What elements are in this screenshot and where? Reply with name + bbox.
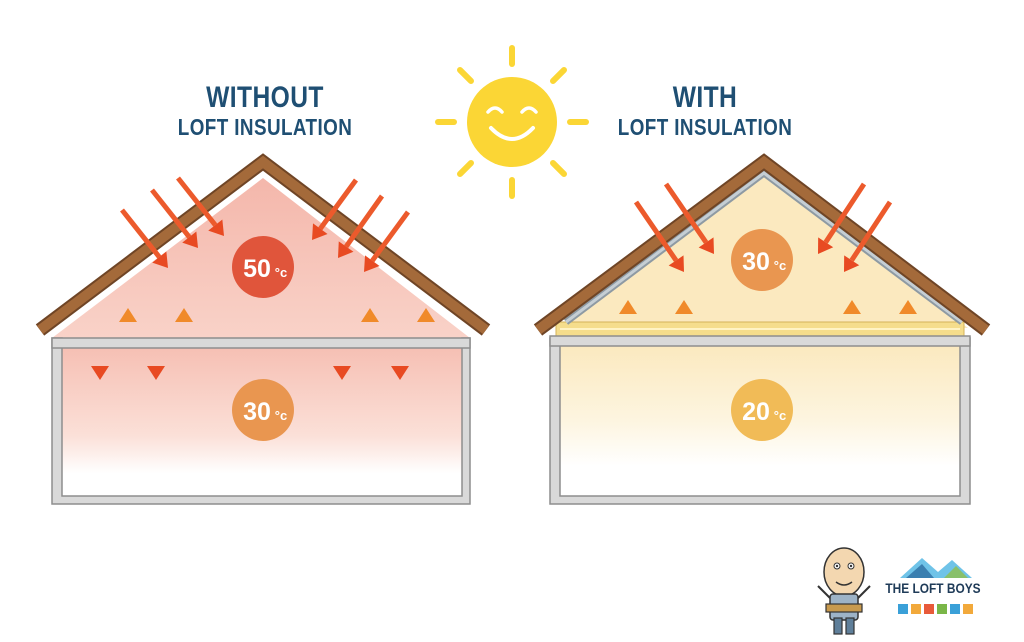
arrow-sun-heat — [818, 182, 867, 254]
arrow-sun-heat — [633, 200, 684, 272]
arrow-sun-heat — [663, 182, 714, 254]
arrow-heat-up — [417, 308, 435, 370]
ceiling — [51, 337, 471, 349]
roof — [535, 155, 990, 335]
room-temp-unit-without: °c — [275, 408, 287, 423]
heading-with-insulation: WITH LOFT INSULATION — [586, 81, 824, 141]
heading-with-line2: LOFT INSULATION — [617, 114, 793, 140]
ceiling — [549, 335, 971, 347]
loft-boys-logo — [898, 558, 973, 614]
arrow-sun-heat — [364, 210, 411, 272]
arrow-sun-heat — [312, 178, 359, 240]
arrow-heat-down — [333, 322, 351, 380]
arrow-heat-up — [119, 308, 137, 370]
attic-temp-value-without: 50 — [243, 255, 271, 283]
attic-temp-value-with: 30 — [742, 248, 770, 276]
mascot-icon — [817, 547, 871, 635]
logo-wordmark: THE LOFT BOYS — [885, 580, 981, 596]
arrow-heat-up — [675, 300, 693, 366]
heading-without-insulation: WITHOUT LOFT INSULATION — [146, 81, 384, 141]
heading-with-line1: WITH — [672, 81, 738, 114]
roof — [36, 155, 490, 334]
room-temp-badge-without: 30 °c — [232, 379, 294, 441]
arrow-heat-up — [175, 308, 193, 370]
attic-temp-unit-without: °c — [275, 265, 287, 280]
arrow-sun-heat — [150, 188, 198, 248]
heat-arrows — [91, 176, 917, 380]
arrow-heat-up — [843, 300, 861, 366]
attic-temp-unit-with: °c — [774, 258, 786, 273]
attic-temp-badge-without: 50 °c — [232, 236, 294, 298]
arrow-heat-down — [147, 322, 165, 380]
arrow-heat-down — [391, 322, 409, 380]
room-temp-unit-with: °c — [774, 408, 786, 423]
arrow-sun-heat — [844, 200, 893, 272]
arrow-heat-up — [361, 308, 379, 370]
arrow-sun-heat — [120, 208, 168, 268]
sun-icon — [435, 45, 589, 199]
arrow-heat-down — [91, 322, 109, 380]
arrow-heat-up — [899, 300, 917, 366]
house-with-insulation — [533, 153, 991, 505]
arrow-sun-heat — [338, 194, 385, 258]
arrow-heat-up — [619, 300, 637, 366]
room-temp-badge-with: 20 °c — [731, 379, 793, 441]
room-temp-value-with: 20 — [742, 398, 770, 426]
room-temp-value-without: 30 — [243, 398, 271, 426]
heading-without-line2: LOFT INSULATION — [177, 114, 353, 140]
roof-insulation-lining-inner — [565, 171, 963, 324]
arrow-sun-heat — [176, 176, 224, 236]
heading-without-line1: WITHOUT — [206, 81, 324, 114]
attic-temp-badge-with: 30 °c — [731, 229, 793, 291]
house-without-insulation — [35, 153, 491, 505]
